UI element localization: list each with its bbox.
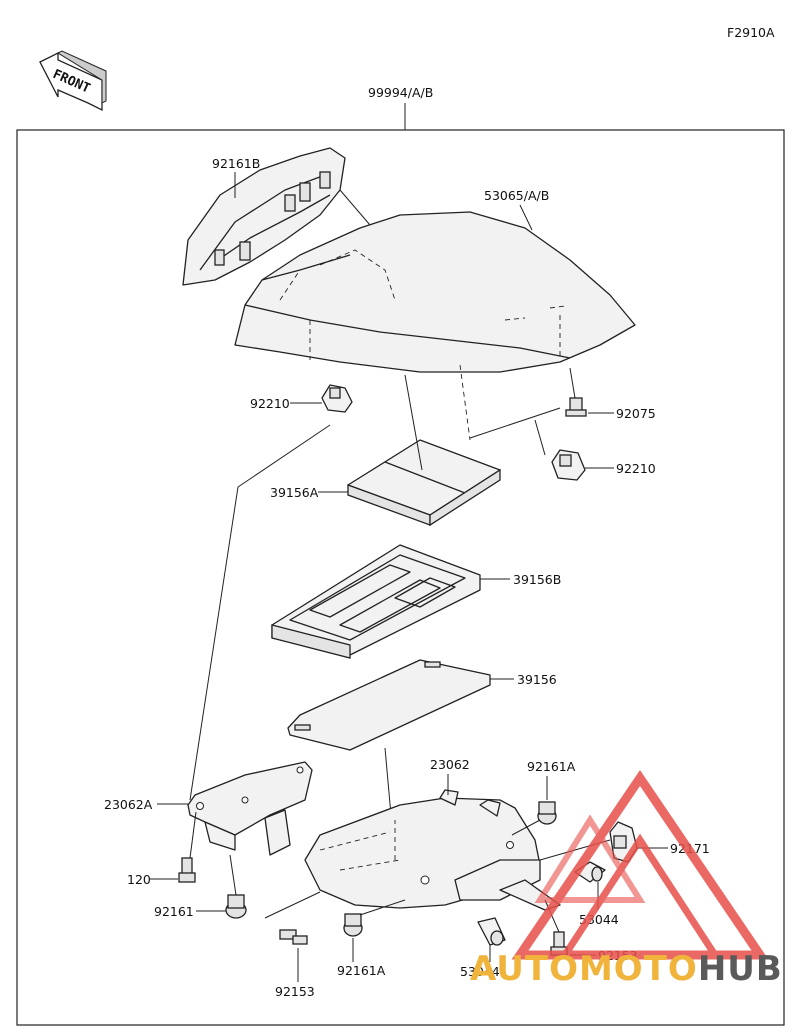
- label-92210-right: 92210: [616, 461, 656, 476]
- part-92161a-bottom: [343, 913, 363, 937]
- part-23062: [304, 789, 561, 911]
- part-53044-bottom: [477, 917, 506, 946]
- label-92075: 92075: [616, 406, 656, 421]
- figure-code: F2910A: [727, 25, 775, 40]
- part-92075: [565, 397, 587, 417]
- label-53065: 53065/A/B: [484, 188, 549, 203]
- part-39156: [287, 659, 491, 751]
- label-92161a-bottom: 92161A: [337, 963, 386, 978]
- label-23062: 23062: [430, 757, 470, 772]
- label-39156b: 39156B: [513, 572, 561, 587]
- watermark-logo-icon: [511, 769, 769, 960]
- part-92161a-top: [537, 801, 557, 825]
- watermark-part1: AUTOMOTO: [470, 949, 698, 989]
- part-23062a: [187, 761, 313, 856]
- part-120: [178, 857, 196, 883]
- label-39156: 39156: [517, 672, 557, 687]
- label-39156a: 39156A: [270, 485, 319, 500]
- part-92210-left: [321, 384, 353, 413]
- label-53044-bottom: 53044: [460, 964, 500, 979]
- part-92153-bottom: [279, 929, 308, 945]
- label-23062a: 23062A: [104, 797, 153, 812]
- label-92161a-top: 92161A: [527, 759, 576, 774]
- part-92161: [225, 894, 247, 919]
- assembly-label: 99994/A/B: [368, 85, 433, 100]
- part-92210-right: [551, 449, 586, 481]
- label-92153-bottom: 92153: [275, 984, 315, 999]
- part-39156b: [271, 544, 481, 659]
- front-arrow-icon: FRONT: [39, 50, 107, 112]
- watermark-part2: HUB: [698, 949, 783, 989]
- part-53065: [234, 211, 636, 441]
- part-92161b: [182, 147, 346, 286]
- watermark-text: AUTOMOTOHUB: [470, 949, 783, 989]
- label-120: 120: [127, 872, 151, 887]
- label-92161: 92161: [154, 904, 194, 919]
- label-92161b: 92161B: [212, 156, 260, 171]
- part-39156a: [347, 439, 501, 527]
- label-92210-left: 92210: [250, 396, 290, 411]
- assembly-frame: [16, 129, 785, 1026]
